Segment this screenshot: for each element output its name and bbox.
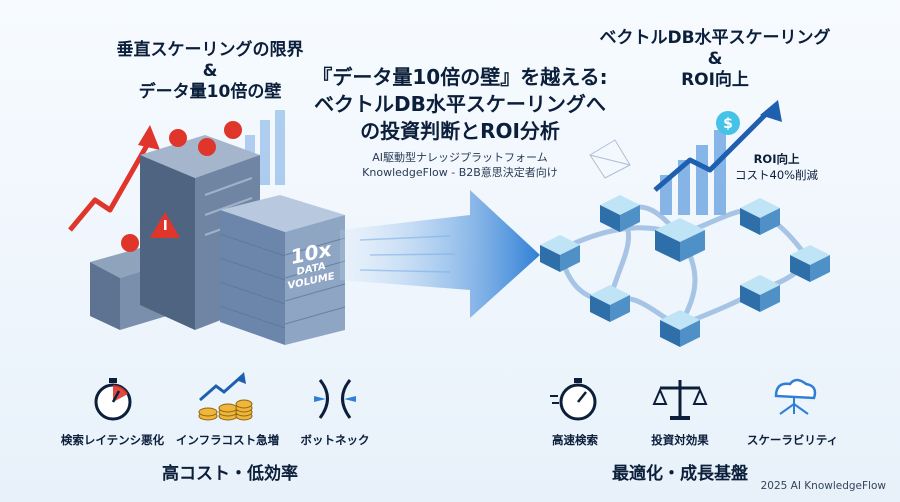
dollar-coin-icon: $ xyxy=(716,111,740,135)
cluster-nodes xyxy=(540,195,830,347)
warning-icon xyxy=(150,212,180,238)
subtitle-line2: KnowledgeFlow - B2B意思決定者向け xyxy=(362,166,558,179)
right-icon-label-1: 高速検索 xyxy=(552,433,598,447)
db-node xyxy=(600,195,640,232)
growth-bars-icon xyxy=(660,130,726,215)
right-title-line1: ベクトルDB水平スケーリング xyxy=(599,28,831,48)
left-icon-label-1: 検索レイテンシ悪化 xyxy=(60,433,165,447)
data-wall xyxy=(219,195,346,345)
main-title-line2: ベクトルDB水平スケーリングへ xyxy=(314,92,606,116)
alarm-light-icon xyxy=(169,129,187,147)
red-trend-arrow-icon xyxy=(68,125,160,232)
db-node xyxy=(790,245,830,282)
main-title: 『データ量10倍の壁』を越える: ベクトルDB水平スケーリングへ の投資判断とR… xyxy=(300,64,620,145)
alarm-light-icon xyxy=(224,121,242,139)
subtitle: AI駆動型ナレッジプラットフォーム KnowledgeFlow - B2B意思決… xyxy=(320,150,600,180)
left-icon-label-2: インフラコスト急増 xyxy=(175,433,280,447)
right-title-line2: ROI向上 xyxy=(681,70,749,90)
db-node xyxy=(660,310,700,347)
right-icon-label-2: 投資対効果 xyxy=(651,433,709,447)
network-sketch-icon xyxy=(589,139,631,179)
left-title: 垂直スケーリングの限界 & データ量10倍の壁 xyxy=(95,40,325,103)
left-title-line1: 垂直スケーリングの限界 xyxy=(116,40,304,60)
fast-stopwatch-icon xyxy=(550,378,597,421)
db-node xyxy=(740,198,780,235)
cloud-network-icon xyxy=(774,378,817,415)
alarm-light-icon xyxy=(121,234,139,252)
balance-scale-icon xyxy=(652,380,708,420)
left-title-amp: & xyxy=(202,61,218,81)
main-title-line1: 『データ量10倍の壁』を越える: xyxy=(312,65,608,89)
stopwatch-icon xyxy=(94,378,132,421)
left-title-line2: データ量10倍の壁 xyxy=(138,82,282,102)
db-node xyxy=(655,218,705,262)
db-node xyxy=(590,285,630,322)
right-icon-label-3: スケーラビリティ xyxy=(746,433,839,447)
roi-callout: ROI向上 コスト40%削減 xyxy=(735,151,818,183)
svg-text:$: $ xyxy=(723,116,733,132)
subtitle-line1: AI駆動型ナレッジプラットフォーム xyxy=(372,151,548,164)
alarm-light-icon xyxy=(198,138,216,156)
roi-callout-line2: コスト40%削減 xyxy=(735,168,819,182)
bottleneck-icon xyxy=(314,379,356,419)
roi-callout-line1: ROI向上 xyxy=(753,152,800,166)
db-node xyxy=(540,235,580,272)
db-node xyxy=(740,275,780,312)
growth-arrow-icon xyxy=(653,100,782,192)
left-summary: 高コスト・低効率 xyxy=(162,464,298,484)
main-title-line3: の投資判断とROI分析 xyxy=(360,119,560,143)
right-title: ベクトルDB水平スケーリング & ROI向上 xyxy=(585,28,845,91)
right-title-amp: & xyxy=(707,49,723,69)
coin-stack-icon xyxy=(198,372,253,421)
left-icon-label-3: ボットネック xyxy=(300,433,370,447)
right-summary: 最適化・成長基盤 xyxy=(612,464,748,484)
footer-copyright: 2025 AI KnowledgeFlow xyxy=(760,480,886,492)
